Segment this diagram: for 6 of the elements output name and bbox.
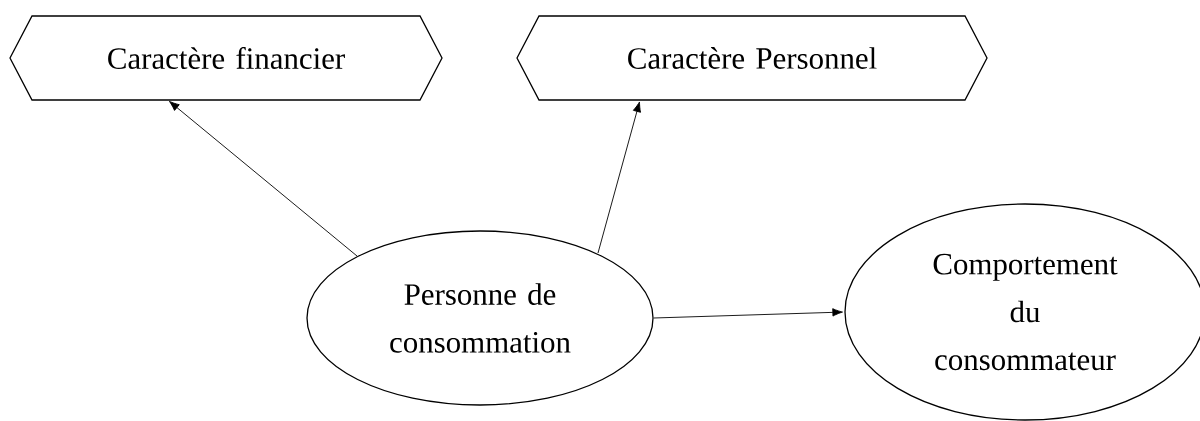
arrow <box>653 308 843 319</box>
hexagon-box: Caractère financier <box>9 15 443 101</box>
ellipse-node: Personne de consommation <box>306 230 654 406</box>
hexagon-box: Caractère Personnel <box>516 15 988 101</box>
arrow <box>169 100 358 257</box>
arrow <box>597 101 641 254</box>
